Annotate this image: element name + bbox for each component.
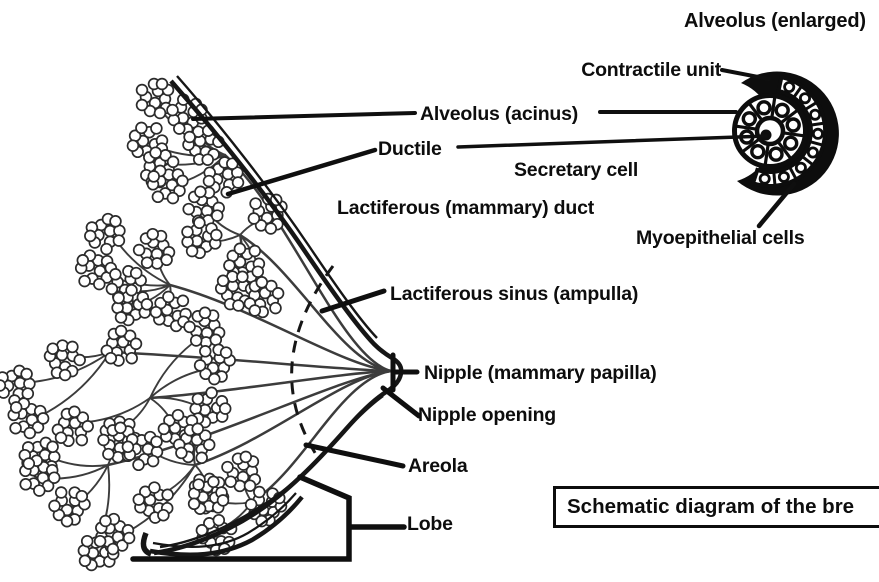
lobe-bracket [130,474,407,562]
label-myoepithelial-cells: Myoepithelial cells [636,227,805,249]
label-lactiferous-sinus: Lactiferous sinus (ampulla) [390,283,639,305]
leader-ductile-right [456,134,768,149]
caption-box: Schematic diagram of the bre [553,486,879,528]
label-nipple: Nipple (mammary papilla) [424,362,657,384]
label-secretary-cell: Secretary cell [514,159,639,181]
leader-ductile-left [225,147,378,197]
label-nipple-opening: Nipple opening [418,404,557,426]
leader-lactiferous-sinus [319,288,387,314]
label-lobe: Lobe [407,513,453,535]
leader-alveolus-acinus-left [191,111,417,121]
sinus-dashed-arc [290,265,335,460]
nipple-bracket [390,352,420,393]
leader-lines [130,68,797,562]
label-areola: Areola [408,455,468,477]
ducts-and-alveoli [0,77,393,572]
label-alveolus-acinus: Alveolus (acinus) [420,103,579,125]
label-lactiferous-duct: Lactiferous (mammary) duct [337,197,595,219]
enlarged-alveolus-inset [732,71,839,196]
leader-areola [303,442,406,469]
label-contractile-unit: Contractile unit [581,59,721,81]
label-ductile: Ductile [378,138,442,160]
leader-myoepithelial-cells [756,181,797,229]
caption-text: Schematic diagram of the bre [567,495,855,518]
leader-contractile-unit [720,68,771,81]
leader-nipple-opening [380,385,422,419]
inset-title: Alveolus (enlarged) [684,10,866,32]
